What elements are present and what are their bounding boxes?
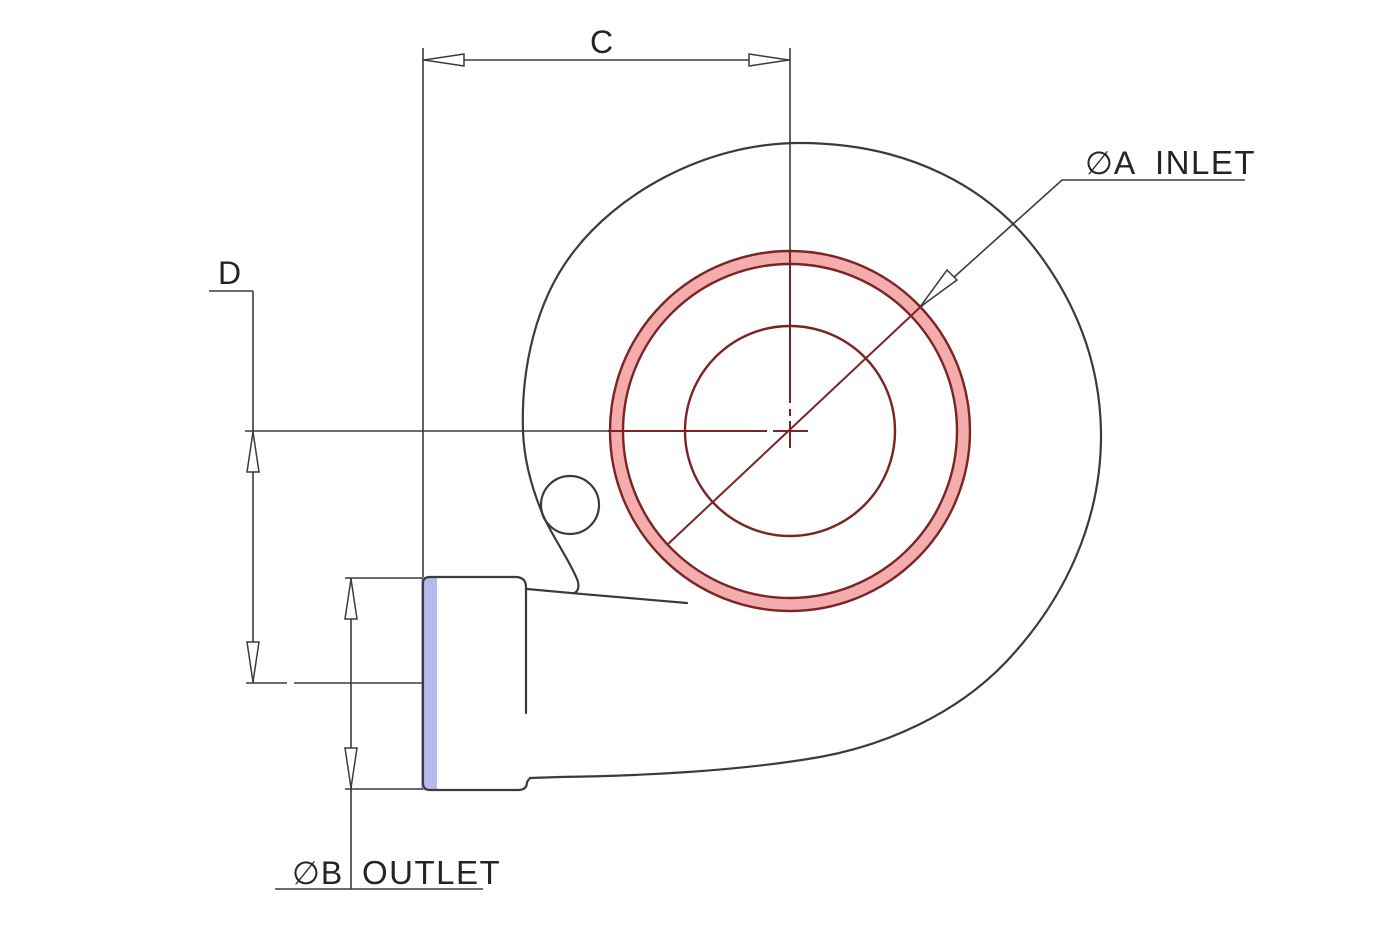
- centerlines-group: [608, 251, 931, 546]
- diagonal-centerline-red: [666, 297, 931, 546]
- inlet-leader-line: [921, 179, 1245, 307]
- dim-c-arrow-left: [423, 53, 465, 67]
- volute-scroll-outline: [521, 141, 1103, 780]
- inlet-label: INLET: [1155, 144, 1256, 181]
- outlet-diameter-label: ∅B: [292, 855, 343, 891]
- dim-d-arrow-down: [246, 641, 260, 683]
- outlet-flange-bottom: [421, 776, 532, 792]
- outlet-duct-top-edge: [525, 587, 689, 605]
- outlet-flange: [421, 575, 528, 785]
- dim-d-label: D: [218, 255, 242, 291]
- dim-b-arrow-down: [344, 747, 358, 789]
- dim-c-label: C: [590, 24, 614, 60]
- dim-d-arrow-up: [246, 431, 260, 473]
- inlet-leader-arrow: [919, 268, 959, 308]
- dim-c-arrow-right: [748, 53, 790, 67]
- boss-circle: [539, 474, 601, 536]
- dimension-d-group: D: [209, 255, 608, 684]
- dimension-b-group: ∅B OUTLET: [275, 577, 501, 891]
- inlet-diameter-label: ∅A: [1085, 145, 1136, 181]
- dimension-c-group: C: [422, 24, 791, 577]
- outlet-label: OUTLET: [362, 854, 501, 891]
- inlet-leader-group: ∅A INLET: [919, 144, 1256, 308]
- housing-outline-group: [421, 141, 1103, 792]
- outlet-flange-highlight: [421, 577, 437, 790]
- dim-b-arrow-up: [344, 578, 358, 620]
